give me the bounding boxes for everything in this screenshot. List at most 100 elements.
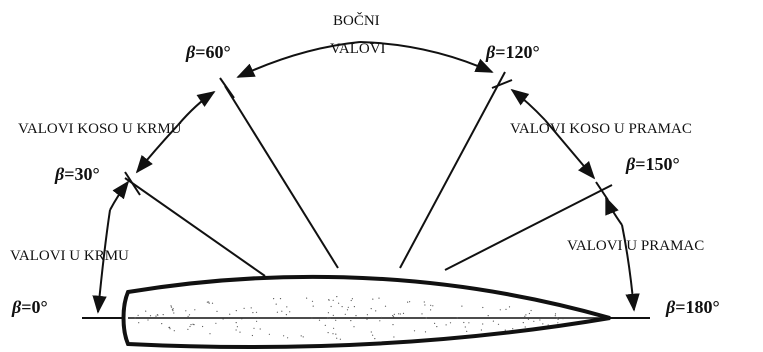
angle-label-60: β=60°: [185, 42, 231, 62]
hull-speckle-dot: [335, 333, 337, 335]
hull-speckle-dot: [530, 309, 532, 312]
hull-speckle-dot: [239, 331, 241, 333]
hull-speckle-dot: [170, 306, 173, 308]
hull-speckle-dot: [542, 323, 544, 325]
hull-speckle-dot: [372, 334, 374, 336]
hull-speckle-dot: [505, 308, 507, 310]
hull-speckle-dot: [424, 304, 426, 306]
hull-speckle-dot: [332, 333, 334, 335]
label-beam-seas-line1: BOČNI: [333, 12, 380, 29]
hull-speckle-dot: [222, 318, 224, 320]
hull-speckle-dot: [211, 302, 214, 304]
hull-speckle-dot: [257, 316, 259, 319]
hull-speckle-dot: [512, 328, 514, 330]
hull-speckle-dot: [339, 338, 341, 340]
ship-hull: [121, 274, 611, 350]
hull-speckle-dot: [464, 326, 466, 328]
hull-speckle-dot: [279, 298, 282, 300]
hull-speckle-dot: [432, 305, 434, 307]
hull-speckle-dot: [499, 309, 501, 311]
hull-speckle-dot: [370, 308, 372, 310]
ray-120deg: [399, 71, 506, 269]
arc-arrow-following-b: [109, 180, 130, 211]
hull-speckle-dot: [300, 335, 302, 337]
arc-arrow-beam-b: [359, 41, 494, 73]
hull-speckle-dot: [353, 306, 355, 308]
hull-speckle-dot: [351, 298, 353, 300]
hull-speckle-dot: [190, 324, 192, 326]
hull-speckle-dot: [306, 297, 308, 299]
label-following-seas: VALOVI U KRMU: [10, 248, 129, 264]
hull-speckle-dot: [554, 315, 556, 317]
hull-speckle-dot: [149, 315, 152, 317]
hull-speckle-dot: [424, 331, 427, 333]
angle-label-0: β=0°: [11, 297, 48, 317]
hull-speckle-dot: [171, 308, 173, 310]
arc-arrow-quarter-bow-b: [544, 119, 596, 180]
hull-speckle-dot: [547, 324, 549, 326]
hull-speckle-dot: [173, 330, 175, 332]
hull-speckle-dot: [251, 334, 253, 337]
hull-speckle-dot: [185, 310, 187, 312]
hull-speckle-dot: [256, 320, 258, 322]
hull-speckle-dot: [379, 320, 381, 322]
hull-speckle-dot: [332, 314, 334, 316]
hull-speckle-dot: [236, 326, 238, 328]
hull-speckle-dot: [366, 318, 368, 320]
hull-speckle-dot: [480, 329, 482, 331]
hull-speckle-dot: [188, 314, 191, 316]
hull-speckle-dot: [194, 309, 196, 311]
hull-speckle-dot: [268, 333, 270, 335]
hull-speckle-dot: [421, 313, 423, 315]
hull-speckle-dot: [378, 297, 380, 299]
hull-speckle-dot: [370, 331, 372, 333]
hull-speckle-dot: [461, 305, 463, 307]
hull-speckle-dot: [492, 320, 494, 322]
hull-speckle-dot: [482, 306, 484, 309]
hull-speckle-dot: [463, 321, 465, 324]
arc-arrow-quarter-bow-a: [510, 88, 546, 121]
hull-speckle-dot: [381, 316, 383, 319]
hull-speckle-dot: [302, 336, 304, 338]
hull-speckle-dot: [235, 322, 237, 324]
hull-speckle-dot: [366, 314, 368, 316]
hull-speckle-dot: [311, 300, 314, 302]
hull-speckle-dot: [329, 317, 331, 319]
hull-speckle-dot: [398, 313, 400, 315]
hull-speckle-dot: [170, 305, 172, 307]
hull-speckle-dot: [250, 307, 252, 309]
hull-speckle-dot: [533, 320, 535, 322]
hull-speckle-dot: [392, 316, 395, 318]
hull-speckle-dot: [161, 323, 163, 325]
hull-speckle-dot: [336, 296, 338, 298]
hull-speckle-dot: [341, 306, 343, 308]
hull-speckle-dot: [192, 323, 194, 325]
hull-speckle-dot: [155, 315, 157, 317]
hull-speckle-dot: [425, 317, 427, 319]
hull-speckle-dot: [355, 315, 357, 317]
hull-speckle-dot: [332, 299, 334, 301]
hull-speckle-dot: [434, 322, 436, 324]
hull-speckle-dot: [466, 330, 468, 332]
hull-speckle-dot: [172, 310, 174, 312]
hull-speckle-dot: [562, 318, 564, 320]
hull-speckle-dot: [456, 317, 458, 319]
hull-speckle-dot: [557, 318, 559, 320]
hull-speckle-dot: [399, 313, 401, 315]
hull-speckle-dot: [168, 326, 170, 329]
hull-speckle-dot: [209, 333, 211, 335]
hull-speckle-dot: [252, 312, 254, 314]
hull-speckle: [134, 296, 564, 340]
hull-speckle-dot: [524, 315, 526, 317]
hull-speckle-dot: [527, 318, 530, 320]
hull-speckle-dot: [346, 309, 349, 311]
hull-speckle-dot: [336, 337, 338, 339]
hull-speckle-dot: [524, 326, 526, 328]
tick-30deg: [124, 171, 141, 196]
hull-speckle-dot: [318, 319, 321, 321]
hull-speckle-dot: [202, 325, 204, 328]
hull-speckle-dot: [350, 299, 352, 302]
hull-speckle-dot: [286, 306, 288, 308]
angle-label-30: β=30°: [54, 164, 100, 184]
